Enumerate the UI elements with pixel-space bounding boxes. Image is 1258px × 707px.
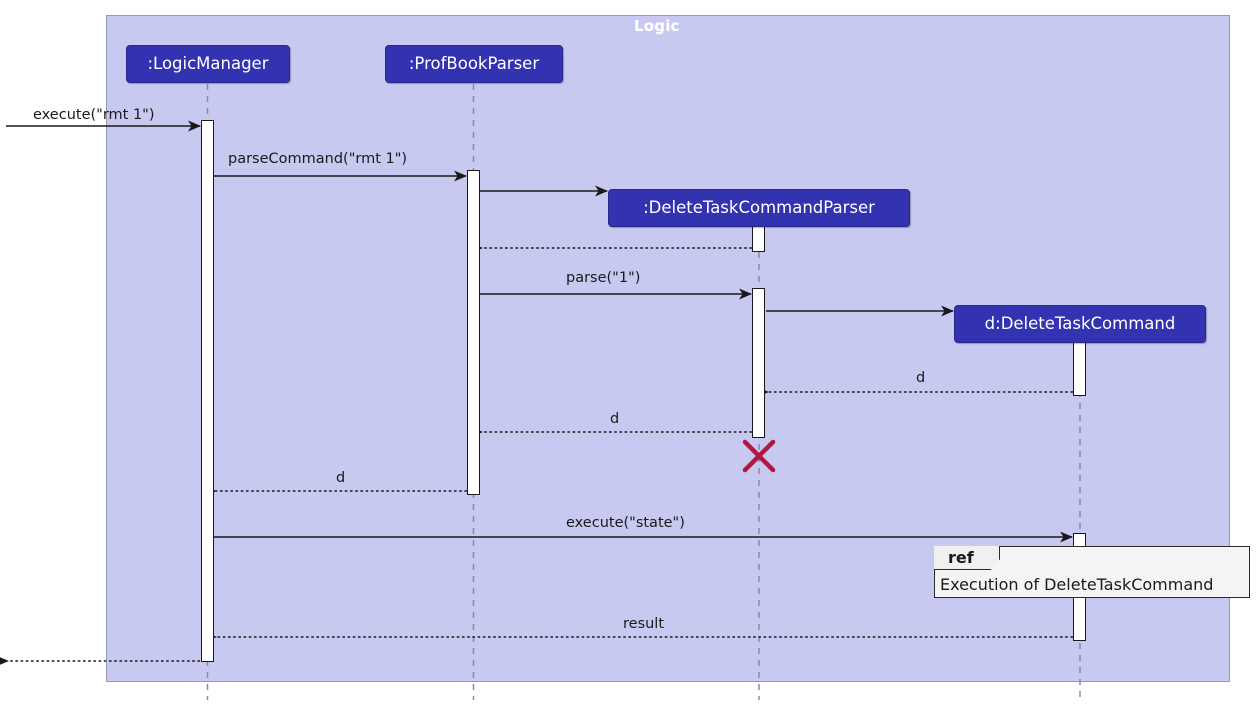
participant-logicmanager[interactable]: :LogicManager xyxy=(126,45,290,83)
message-label-result: result xyxy=(623,616,665,632)
ref-operator-label: ref xyxy=(948,548,974,567)
participant-deletetaskcommand[interactable]: d:DeleteTaskCommand xyxy=(954,305,1206,343)
message-label-execute-rmt: execute("rmt 1") xyxy=(33,107,155,123)
message-label-parse: parse("1") xyxy=(566,270,641,286)
activation-logicmanager xyxy=(201,120,214,662)
activation-profbookparser xyxy=(467,170,480,495)
logic-frame-title: Logic xyxy=(634,17,680,35)
activation-deletetaskcommand-create xyxy=(1073,338,1086,396)
participant-label: :ProfBookParser xyxy=(408,53,540,73)
participant-label: :DeleteTaskCommandParser xyxy=(643,197,875,217)
message-label-return-d-profbook: d xyxy=(336,470,346,486)
ref-fragment-operator-tab: ref xyxy=(934,546,1000,570)
ref-fragment-body: Execution of DeleteTaskCommand xyxy=(940,575,1214,594)
message-label-execute-state: execute("state") xyxy=(566,515,685,531)
message-label-parsecommand: parseCommand("rmt 1") xyxy=(228,151,408,167)
message-label-return-d-command: d xyxy=(916,370,926,386)
destroy-marker-icon xyxy=(742,439,776,473)
participant-profbookparser[interactable]: :ProfBookParser xyxy=(385,45,563,83)
participant-label: :LogicManager xyxy=(147,53,269,73)
participant-label: d:DeleteTaskCommand xyxy=(984,313,1176,333)
activation-deletetaskcommandparser-parse xyxy=(752,288,765,438)
participant-deletetaskcommandparser[interactable]: :DeleteTaskCommandParser xyxy=(608,189,910,227)
message-label-return-d-parser: d xyxy=(610,411,620,427)
